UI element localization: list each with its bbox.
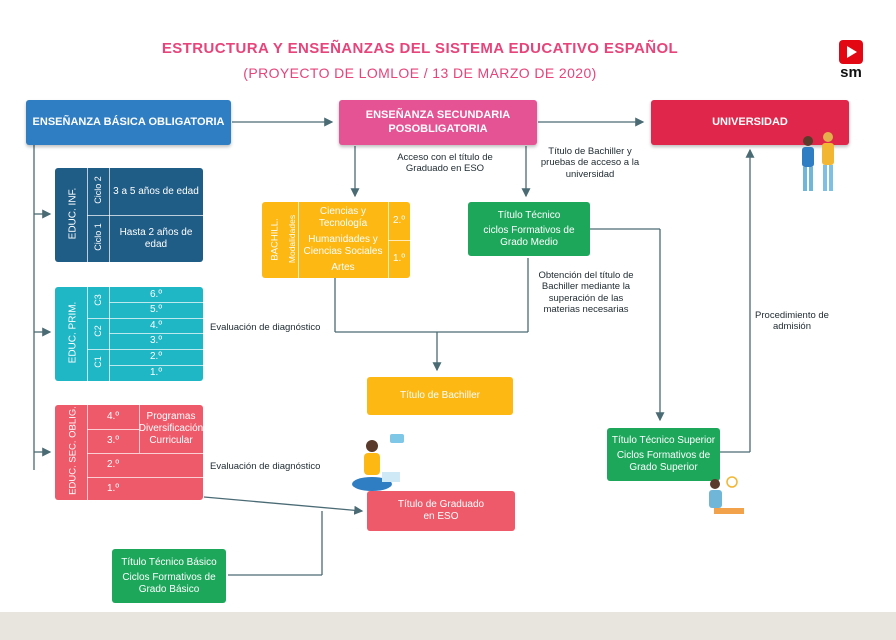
grado-superior-box: Título Técnico Superior Ciclos Formativo… xyxy=(607,428,720,481)
play-icon xyxy=(839,40,863,64)
primaria-grade-1: 1.º xyxy=(150,367,162,378)
note-evaluacion-secundaria: Evaluación de diagnóstico xyxy=(210,461,321,472)
grado-medio-title: Título Técnico xyxy=(497,209,561,221)
grado-medio-box: Título Técnico ciclos Formativos de Grad… xyxy=(468,202,590,256)
primaria-c1: C1 xyxy=(93,356,103,368)
note-obtencion: Obtención del título de Bachiller median… xyxy=(538,270,634,316)
primaria-label: EDUC. PRIM. xyxy=(67,301,79,364)
primaria-c2: C2 xyxy=(93,325,103,337)
student-reading-illustration xyxy=(352,434,404,491)
logo-text: sm xyxy=(840,64,862,81)
students-walking-illustration xyxy=(802,132,834,191)
modalidad-humanidades: Humanidades y Ciencias Sociales xyxy=(303,234,383,257)
modalidad-ciencias: Ciencias y Tecnología xyxy=(318,206,368,229)
grado-basico-sub: Ciclos Formativos de Grado Básico xyxy=(122,571,216,595)
note-procedimiento: Procedimiento de admisión xyxy=(755,310,829,333)
page-title: ESTRUCTURA Y ENSEÑANZAS DEL SISTEMA EDUC… xyxy=(161,40,679,57)
note-bachiller-pruebas: Título de Bachiller y pruebas de acceso … xyxy=(540,146,640,180)
modalidades-label: Modalidades xyxy=(287,214,297,264)
bachillerato-block: BACHILL. Modalidades Ciencias y Tecnolog… xyxy=(262,202,410,278)
modalidad-artes: Artes xyxy=(331,262,355,273)
secundaria-oblig-label: EDUC. SEC. OBLIG. xyxy=(67,406,79,495)
primaria-grade-3: 3.º xyxy=(150,335,162,346)
educacion-primaria-block: EDUC. PRIM. C3 C2 C1 6.º 5.º 4.º 3.º 2.º… xyxy=(55,287,203,381)
note-acceso-eso: Acceso con el título de Graduado en ESO xyxy=(397,152,493,175)
note-evaluacion-primaria: Evaluación de diagnóstico xyxy=(210,322,321,333)
page-subtitle: (PROYECTO DE LOMLOE / 13 DE MARZO DE 202… xyxy=(243,65,597,81)
ciclo1-text: Hasta 2 años de edad xyxy=(119,226,193,250)
primaria-grade-5: 5.º xyxy=(150,304,162,315)
eso-grade-1: 1.º xyxy=(107,482,119,494)
grado-medio-sub: ciclos Formativos de Grado Medio xyxy=(483,224,575,248)
bachillerato-curso-2: 2.º xyxy=(393,215,405,226)
universidad-box: UNIVERSIDAD xyxy=(651,100,849,145)
primaria-grade-2: 2.º xyxy=(150,351,162,362)
student-sitting-illustration xyxy=(709,476,744,514)
bachillerato-curso-1: 1.º xyxy=(393,253,405,264)
grado-superior-title: Título Técnico Superior xyxy=(611,435,716,446)
ensenanza-secundaria-box: ENSEÑANZA SECUNDARIA POSOBLIGATORIA xyxy=(339,100,537,145)
primaria-c3: C3 xyxy=(93,294,103,306)
ciclo2-label: Ciclo 2 xyxy=(93,176,103,204)
eso-grade-3: 3.º xyxy=(107,435,119,446)
educacion-secundaria-block: EDUC. SEC. OBLIG. 4.º 3.º 2.º 1.º Progra… xyxy=(55,405,203,500)
infantil-label: EDUC. INF. xyxy=(67,187,79,240)
sm-logo: sm xyxy=(836,40,866,81)
ciclo1-label: Ciclo 1 xyxy=(93,223,103,251)
titulo-bachiller-box: Título de Bachiller xyxy=(367,377,513,415)
grado-superior-sub: Ciclos Formativos de Grado Superior xyxy=(616,450,711,473)
bachillerato-label: BACHILL. xyxy=(269,218,281,261)
educacion-infantil-block: EDUC. INF. Ciclo 2 Ciclo 1 3 a 5 años de… xyxy=(55,168,203,262)
programas-diversificacion: Programas Diversificación Curricular xyxy=(138,411,204,446)
titulo-graduado-box: Título de Graduado en ESO xyxy=(367,491,515,531)
ciclo2-text: 3 a 5 años de edad xyxy=(113,185,199,197)
ensenanza-basica-box: ENSEÑANZA BÁSICA OBLIGATORIA xyxy=(26,100,231,145)
primaria-grade-6: 6.º xyxy=(150,288,162,300)
eso-grade-2: 2.º xyxy=(107,459,119,470)
primaria-grade-4: 4.º xyxy=(150,319,162,331)
eso-grade-4: 4.º xyxy=(107,411,119,422)
footer-band xyxy=(0,612,896,640)
grado-basico-box: Título Técnico Básico Ciclos Formativos … xyxy=(112,549,226,603)
grado-basico-title: Título Técnico Básico xyxy=(121,556,217,568)
